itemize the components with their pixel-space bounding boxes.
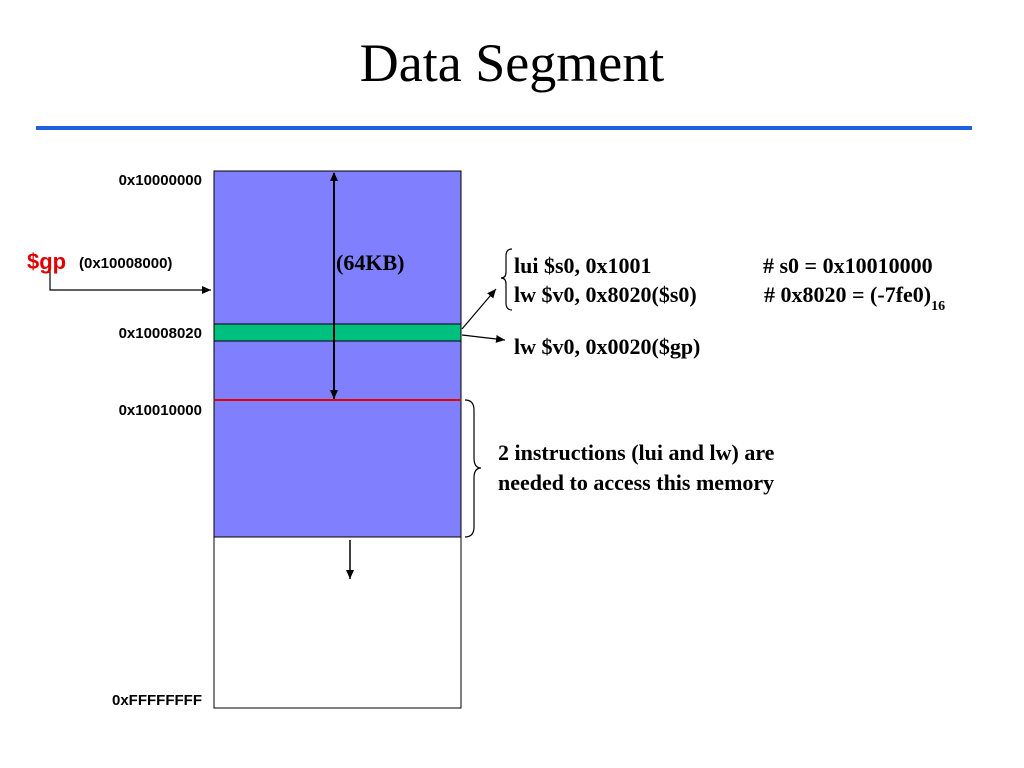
hex-subscript: 16	[931, 299, 946, 314]
code-brace	[500, 248, 513, 311]
title-underline	[36, 126, 972, 130]
note-line-1: 2 instructions (lui and lw) are	[498, 440, 775, 465]
address-start-label: 0x10000000	[118, 172, 202, 189]
gp-address-label: (0x10008000)	[79, 255, 173, 272]
gp-pointer-arrow	[49, 270, 211, 294]
note-line-2: needed to access this memory	[498, 470, 775, 495]
address-end-label: 0xFFFFFFFF	[112, 692, 202, 709]
code-line-lw-gp: lw $v0, 0x0020($gp)	[514, 334, 701, 359]
address-base-label: 0x10010000	[118, 402, 202, 419]
lw-s0-instruction: lw $v0, 0x8020($s0)	[514, 282, 697, 307]
slide-title: Data Segment	[359, 33, 665, 93]
lui-instruction: lui $s0, 0x1001	[514, 253, 652, 278]
band-to-lui-arrow	[461, 288, 497, 330]
region-brace	[464, 399, 482, 538]
code-line-lui: lui $s0, 0x1001	[514, 253, 652, 279]
code-comment-lw: # 0x8020 = (-7fe0)16	[764, 282, 945, 314]
address-gp-offset-label: 0x10008020	[118, 325, 202, 342]
highlight-band	[213, 323, 462, 342]
range-size-label: (64KB)	[336, 250, 405, 275]
lw-comment-text: # 0x8020 = (-7fe0)	[764, 282, 932, 307]
band-to-gp-arrow	[461, 334, 506, 343]
segment-block	[213, 170, 462, 538]
code-line-lw-s0: lw $v0, 0x8020($s0)	[514, 282, 697, 308]
code-comment-lui: # s0 = 0x10010000	[763, 253, 933, 278]
gp-register-label: $gp	[27, 249, 67, 274]
empty-memory-block	[213, 536, 462, 709]
